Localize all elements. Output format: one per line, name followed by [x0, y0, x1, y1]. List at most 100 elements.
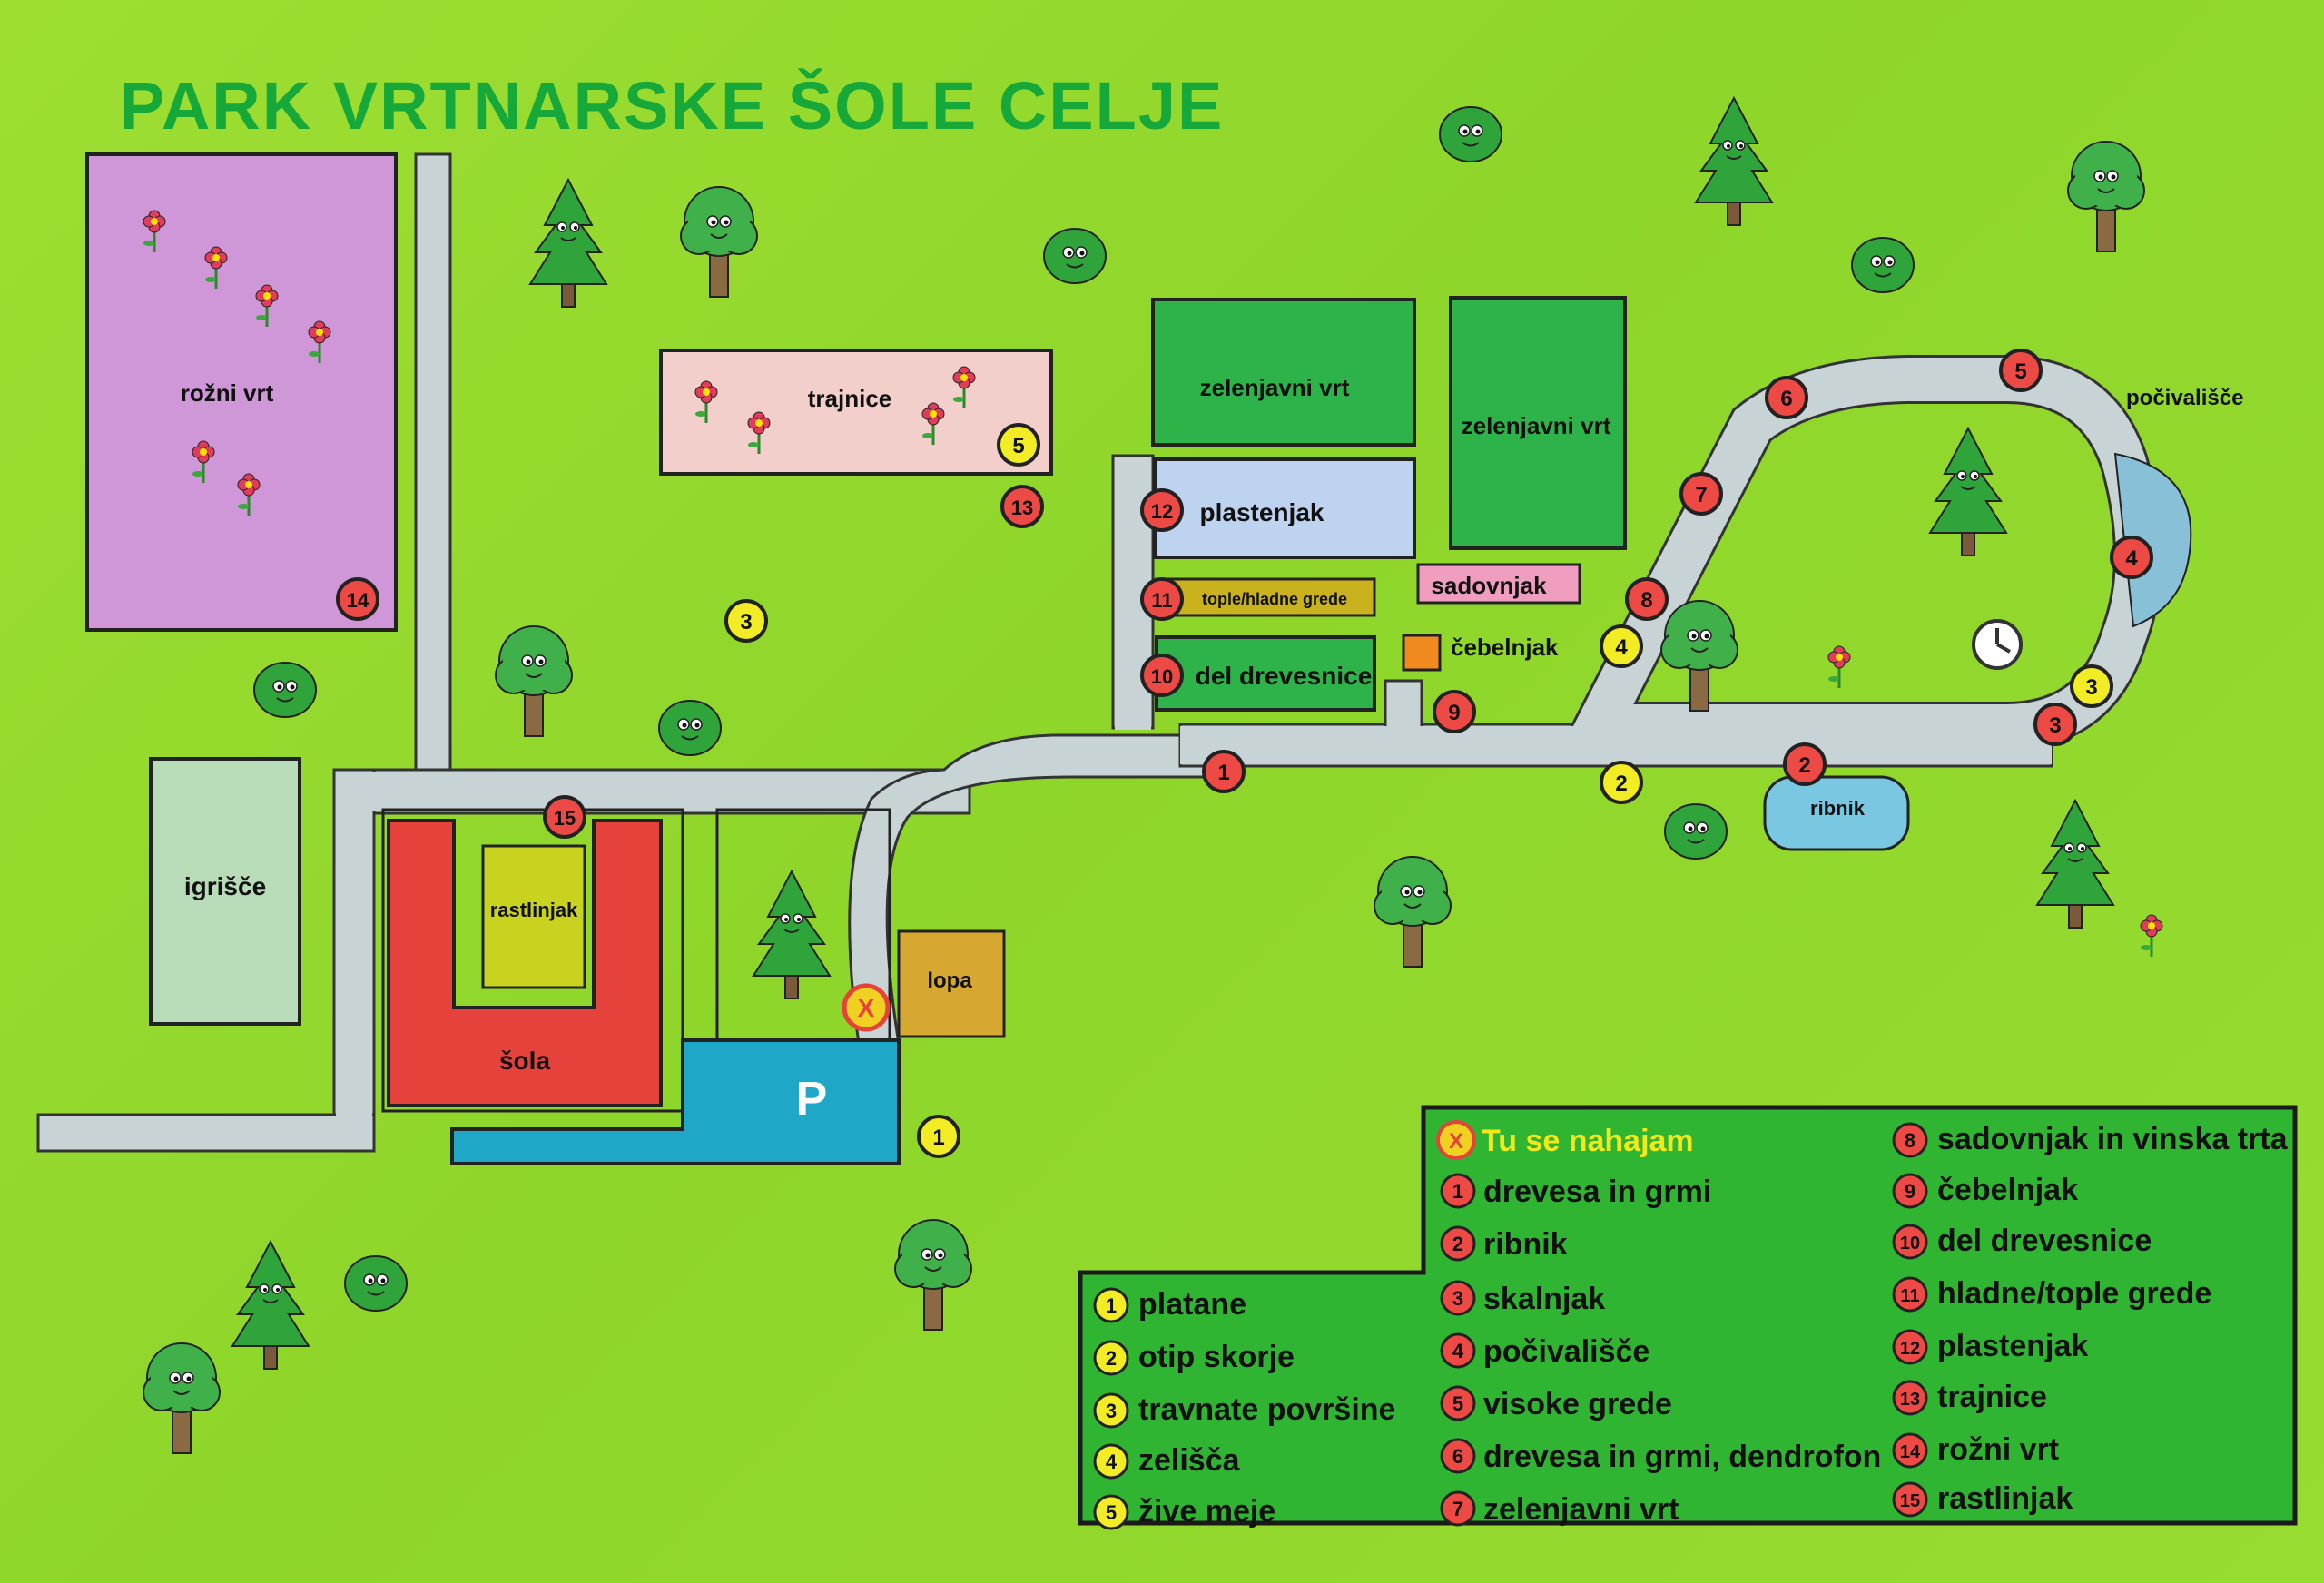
map-title: PARK VRTNARSKE ŠOLE CELJE [120, 68, 1224, 143]
svg-text:4: 4 [1452, 1340, 1464, 1362]
marker-red-8: 8 [1625, 577, 1669, 621]
you-are-here-marker: X [842, 983, 891, 1032]
svg-text:9: 9 [1448, 701, 1460, 725]
svg-text:2: 2 [1106, 1347, 1117, 1370]
svg-text:zelenjavni vrt: zelenjavni vrt [1483, 1492, 1679, 1527]
svg-text:1: 1 [1452, 1180, 1463, 1203]
area-zelenjavni-vrt-2[interactable]: zelenjavni vrt [1449, 296, 1627, 550]
area-plastenjak-label: plastenjak [1200, 498, 1324, 526]
legend-yellow-item-2: 2 otip skorje [1093, 1340, 1295, 1376]
area-lopa-label: lopa [927, 968, 972, 993]
bush-icon [1043, 228, 1107, 284]
marker-red-4: 4 [2110, 536, 2153, 579]
area-del-drevesnice[interactable]: del drevesnice [1155, 635, 1376, 712]
svg-text:5: 5 [2014, 359, 2026, 384]
svg-text:3: 3 [1452, 1287, 1463, 1310]
svg-text:3: 3 [740, 610, 752, 634]
area-trajnice[interactable]: trajnice [659, 349, 1053, 476]
svg-text:8: 8 [1905, 1129, 1915, 1152]
area-ribnik[interactable]: ribnik [1763, 775, 1910, 851]
svg-text:travnate površine: travnate površine [1138, 1392, 1395, 1427]
area-tople-hladne-grede[interactable]: tople/hladne grede [1155, 577, 1376, 617]
yellow-markers: 1 2 3 3 4 5 [724, 423, 2113, 1158]
svg-text:čebelnjak: čebelnjak [1937, 1173, 2078, 1207]
area-igrisce-label: igrišče [184, 872, 266, 900]
svg-text:trajnice: trajnice [1937, 1380, 2047, 1414]
area-plastenjak[interactable]: plastenjak [1153, 457, 1416, 559]
area-sadovnjak-label: sadovnjak [1431, 572, 1547, 599]
area-pocivalisce[interactable]: počivališče [2113, 386, 2243, 628]
leafy-tree-icon [894, 1219, 972, 1331]
area-sadovnjak[interactable]: sadovnjak [1416, 563, 1581, 605]
bush-icon [1439, 106, 1502, 162]
area-rastlinjak[interactable]: rastlinjak [481, 844, 586, 989]
marker-red-13: 13 [1000, 485, 1044, 528]
marker-red-3: 3 [2034, 703, 2077, 746]
svg-text:ribnik: ribnik [1483, 1227, 1568, 1262]
svg-text:2: 2 [1615, 772, 1627, 796]
svg-text:8: 8 [1640, 588, 1652, 613]
pine-tree-icon [1929, 428, 2007, 556]
svg-text:5: 5 [1106, 1501, 1117, 1524]
area-del-drevesnice-label: del drevesnice [1196, 662, 1373, 690]
area-lopa[interactable]: lopa [897, 929, 1006, 1038]
area-parking[interactable]: P [450, 1038, 901, 1165]
area-sola-label: šola [499, 1047, 550, 1075]
area-sola[interactable]: šola [387, 819, 663, 1107]
leafy-tree-icon [1374, 856, 1452, 968]
svg-text:2: 2 [1452, 1233, 1463, 1255]
svg-text:4: 4 [1106, 1450, 1118, 1473]
pine-tree-icon [529, 179, 607, 308]
svg-text:plastenjak: plastenjak [1937, 1329, 2088, 1363]
svg-text:žive meje: žive meje [1138, 1494, 1275, 1529]
legend-red-item-7: 7 zelenjavni vrt [1440, 1490, 1679, 1527]
area-ribnik-label: ribnik [1810, 797, 1866, 820]
svg-text:12: 12 [1151, 500, 1173, 523]
marker-red-10: 10 [1140, 654, 1184, 697]
leafy-tree-icon [495, 625, 573, 737]
marker-red-15: 15 [543, 795, 586, 839]
marker-red-1: 1 [1202, 750, 1246, 793]
svg-text:3: 3 [1106, 1400, 1117, 1422]
area-zelenjavni-vrt-1[interactable]: zelenjavni vrt [1151, 298, 1416, 447]
pine-tree-icon [231, 1241, 310, 1370]
legend-yellow-item-5: 5 žive meje [1093, 1494, 1275, 1530]
legend-you-are-here: X Tu se nahajam [1436, 1120, 1694, 1160]
svg-text:Tu se nahajam: Tu se nahajam [1482, 1124, 1694, 1158]
marker-red-2: 2 [1783, 742, 1827, 786]
svg-text:otip skorje: otip skorje [1138, 1340, 1295, 1374]
svg-text:11: 11 [1900, 1286, 1919, 1306]
svg-text:7: 7 [1695, 483, 1707, 507]
area-igrisce[interactable]: igrišče [149, 757, 301, 1026]
svg-text:4: 4 [2125, 546, 2138, 571]
legend-red-item-1: 1 drevesa in grmi [1440, 1173, 1711, 1209]
leafy-tree-icon [2067, 141, 2145, 252]
svg-text:drevesa in grmi: drevesa in grmi [1483, 1175, 1711, 1209]
svg-text:rožni vrt: rožni vrt [1937, 1432, 2059, 1467]
svg-text:X: X [1449, 1129, 1463, 1154]
marker-yellow-4: 4 [1600, 624, 1643, 668]
svg-text:6: 6 [1452, 1445, 1463, 1468]
svg-text:9: 9 [1905, 1180, 1915, 1203]
marker-red-12: 12 [1140, 488, 1184, 532]
svg-text:3: 3 [2049, 713, 2061, 738]
marker-red-9: 9 [1433, 690, 1476, 733]
legend-red-item-9: 9 čebelnjak [1892, 1173, 2078, 1209]
area-pocivalisce-label: počivališče [2126, 386, 2243, 410]
area-cebelnjak[interactable]: čebelnjak [1402, 634, 1559, 672]
area-rozni-vrt[interactable]: rožni vrt [85, 152, 398, 632]
area-zelenjavni-vrt-2-label: zelenjavni vrt [1462, 412, 1611, 439]
area-trajnice-label: trajnice [808, 385, 892, 412]
svg-text:7: 7 [1452, 1498, 1463, 1520]
